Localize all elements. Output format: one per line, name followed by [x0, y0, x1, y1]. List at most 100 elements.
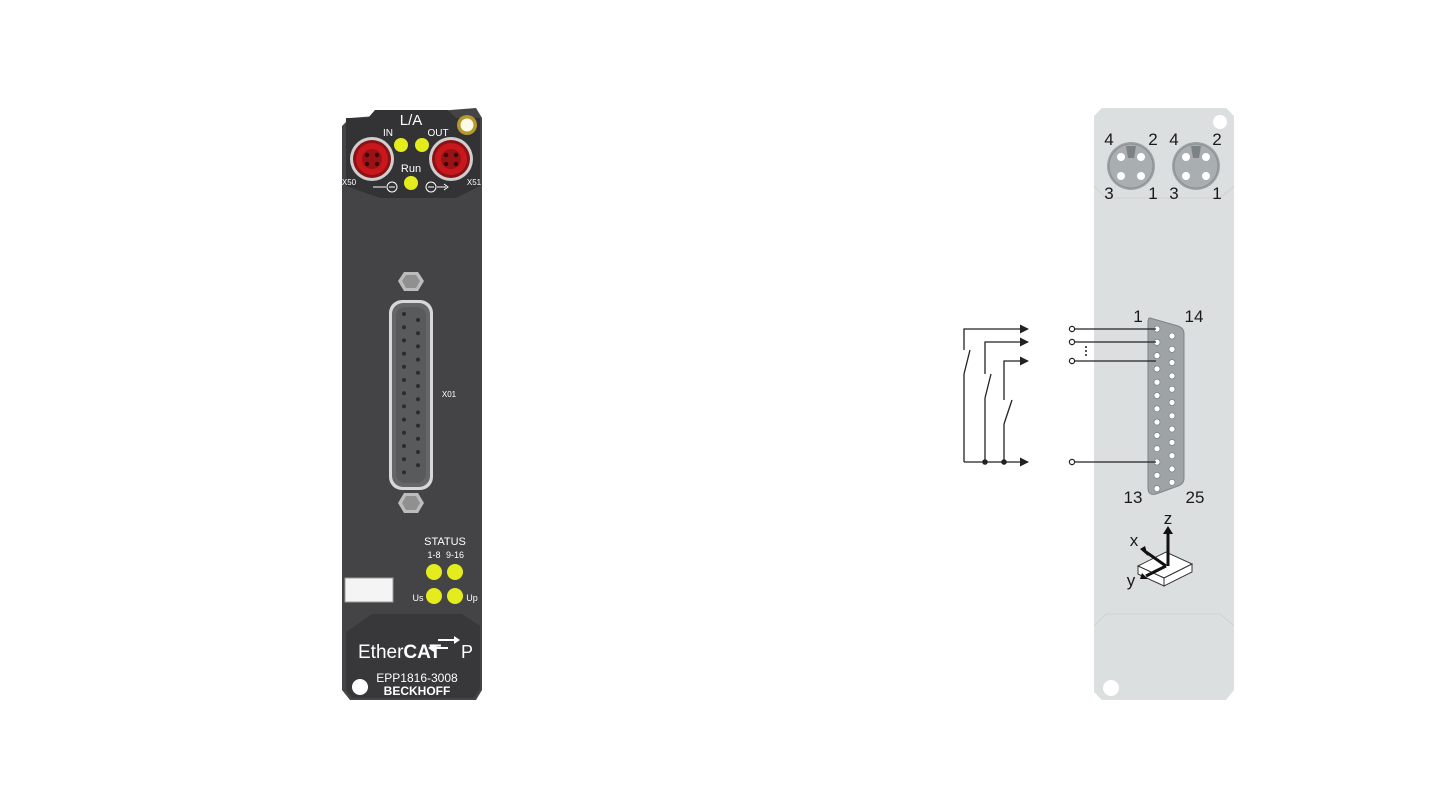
led-link-out — [415, 138, 429, 152]
dsub-pin — [416, 370, 420, 375]
dsub-pin — [416, 331, 420, 336]
axis-z-label: z — [1164, 509, 1173, 528]
x51-label: X51 — [467, 178, 482, 187]
wiring-nodes — [1068, 325, 1076, 466]
dsub-pin — [402, 351, 406, 356]
ethercat-arrows-icon — [428, 636, 460, 652]
dsub-pin — [416, 436, 420, 441]
us-label: Us — [413, 593, 424, 603]
pinout-diagram: 4 2 3 1 4 2 3 1 1 14 13 25 — [963, 108, 1235, 700]
dsub-25-pin — [1168, 399, 1176, 406]
m8-left-pin-4: 4 — [1104, 130, 1113, 149]
port-direction-icons — [373, 181, 449, 193]
dsub-pin — [402, 430, 406, 435]
x50-label: X50 — [342, 178, 357, 187]
dsub-pin — [402, 391, 406, 396]
dsub-pins — [402, 312, 420, 475]
dsub-25-pin — [1168, 439, 1176, 446]
dsub-25-pin — [1168, 452, 1176, 460]
dsub-25-pin — [1168, 345, 1176, 353]
axis-orientation-icon — [1136, 526, 1194, 587]
la-label: L/A — [400, 112, 423, 129]
led-up — [447, 588, 463, 604]
in-label: IN — [383, 128, 393, 139]
dsub-25-pin — [1153, 352, 1161, 359]
dsub-pin-13-label: 13 — [1124, 488, 1143, 507]
m8-right-pin-2: 2 — [1212, 130, 1221, 149]
m8-right-pin-4: 4 — [1169, 130, 1178, 149]
dsub-25-body — [1147, 317, 1185, 495]
wiring-schematic — [963, 324, 1156, 467]
dsub-pin — [402, 364, 406, 369]
connector-x50 — [350, 137, 394, 181]
m8-right-pin-3: 3 — [1169, 184, 1178, 203]
dsub-pin — [402, 404, 406, 409]
panel-hole-bottom — [1103, 680, 1119, 696]
dsub-25-pin — [1168, 412, 1176, 420]
dsub-pin — [416, 344, 420, 349]
dsub-25-pin — [1168, 372, 1176, 380]
dsub-pin — [402, 312, 406, 316]
dsub-25-pin — [1153, 432, 1161, 439]
dsub-pin — [402, 457, 406, 462]
m8-left-pin-3: 3 — [1104, 184, 1113, 203]
out-label: OUT — [427, 128, 448, 139]
ethercat-ether: Ether — [358, 642, 404, 663]
dsub-pin — [416, 463, 420, 468]
status-range-9-16: 9-16 — [446, 550, 464, 560]
mounting-hole-bottom — [352, 679, 368, 695]
wiring-junctions — [982, 346, 1087, 465]
dsub-pin-14-label: 14 — [1185, 307, 1204, 326]
led-us — [426, 588, 442, 604]
m8-right-pin-1: 1 — [1212, 184, 1221, 203]
m8-socket-left — [1107, 142, 1155, 190]
status-range-1-8: 1-8 — [427, 550, 440, 560]
manufacturer-label: BECKHOFF — [384, 684, 451, 698]
dsub-25-pin — [1153, 485, 1161, 492]
led-run — [404, 176, 418, 190]
led-status-1-8 — [426, 564, 442, 580]
dsub-25-pin — [1153, 418, 1161, 426]
dsub-25-pins — [1153, 325, 1176, 492]
dsub-25-pin — [1168, 385, 1176, 393]
dsub-pin — [416, 450, 420, 454]
device-front: L/A IN OUT X50 X51 R — [342, 108, 482, 700]
dsub-25-pin — [1153, 405, 1161, 413]
connector-x01 — [389, 272, 433, 513]
axis-y-label: y — [1127, 571, 1136, 590]
ethercat-logo: EtherCAT — [358, 642, 441, 663]
m8-left-pin-2: 2 — [1148, 130, 1157, 149]
m8-left-pin-1: 1 — [1148, 184, 1157, 203]
ethercat-cat: CAT — [403, 642, 441, 663]
dsub-pin — [416, 397, 420, 402]
model-label: EPP1816-3008 — [376, 671, 458, 685]
dsub-25-pin — [1168, 465, 1176, 473]
run-label: Run — [401, 163, 421, 175]
dsub-pin — [416, 318, 420, 322]
dsub-pin — [416, 423, 420, 428]
dsub-25-pin — [1168, 359, 1176, 366]
dsub-pin — [416, 410, 420, 415]
m8-socket-right — [1172, 142, 1220, 190]
dsub-25-pin — [1168, 332, 1176, 340]
dsub-pin — [402, 325, 406, 330]
device-bottom-cap — [346, 614, 480, 698]
connector-x51 — [429, 137, 473, 181]
status-label: STATUS — [424, 536, 466, 548]
ethercat-p: P — [461, 642, 473, 662]
dsub-pin — [402, 338, 406, 343]
dsub-pin-1-label: 1 — [1133, 307, 1142, 326]
dsub-25-pin — [1153, 471, 1161, 479]
led-status-9-16 — [447, 564, 463, 580]
dsub-pin — [416, 384, 420, 388]
dsub-25-pin — [1168, 425, 1176, 433]
led-link-in — [394, 138, 408, 152]
dsub-25-pin — [1168, 478, 1176, 486]
dsub-25-pin — [1153, 378, 1161, 386]
dsub-25-pin — [1153, 365, 1161, 373]
axis-x-label: x — [1130, 531, 1139, 550]
dsub-25-pin — [1153, 392, 1161, 399]
dsub-pin-25-label: 25 — [1186, 488, 1205, 507]
dsub-pin — [402, 378, 406, 382]
